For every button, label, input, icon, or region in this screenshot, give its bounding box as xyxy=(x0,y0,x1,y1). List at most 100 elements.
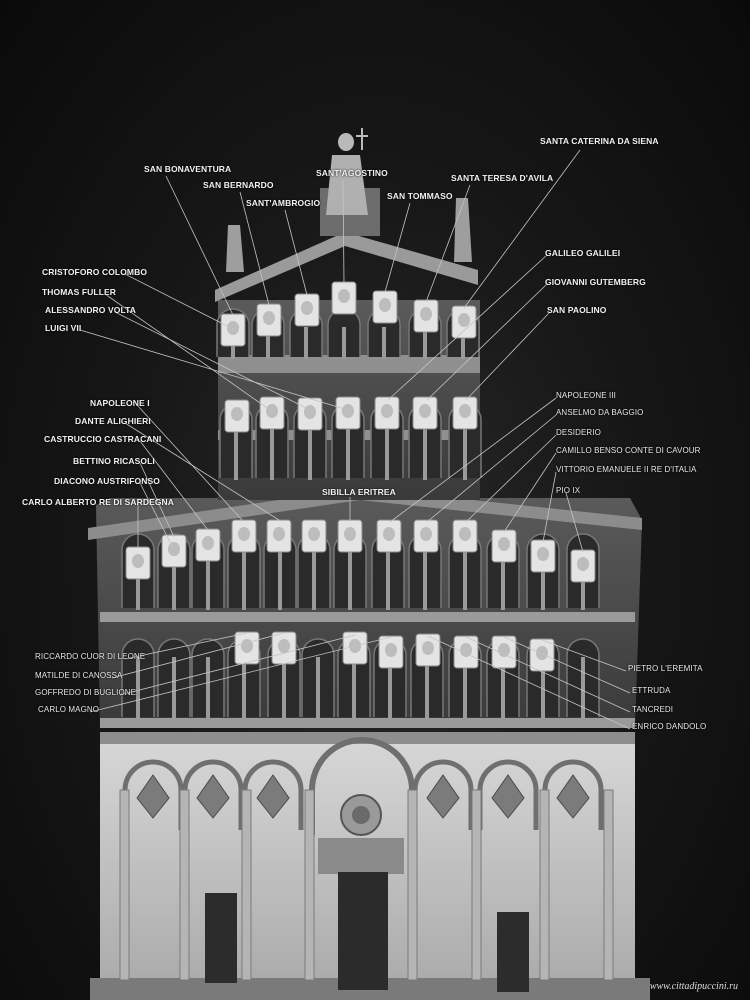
carved-head xyxy=(453,635,479,669)
leader-lines xyxy=(79,149,631,730)
leader-line xyxy=(565,492,584,553)
leader-line xyxy=(165,175,234,316)
label-thomas-fuller: THOMAS FULLER xyxy=(42,287,117,297)
head-face xyxy=(459,527,471,541)
right-statue xyxy=(454,198,472,262)
label-vittorio-emanuele: VITTORIO EMANUELE II RE D'ITALIA xyxy=(556,465,697,474)
head-face xyxy=(536,646,548,660)
column-shaft xyxy=(308,422,312,480)
leader-line xyxy=(465,311,551,401)
leader-line xyxy=(503,452,557,533)
head-face xyxy=(342,404,354,418)
label-san-bernardo: SAN BERNARDO xyxy=(203,180,274,190)
head-face xyxy=(238,527,250,541)
label-san-bonaventura: SAN BONAVENTURA xyxy=(144,164,232,174)
head-face xyxy=(498,643,510,657)
leader-line xyxy=(465,434,557,523)
head-face xyxy=(278,639,290,653)
column-shaft xyxy=(541,552,545,610)
carved-head xyxy=(491,635,517,669)
leader-line xyxy=(427,635,631,730)
head-face xyxy=(577,557,589,571)
leader-line xyxy=(124,632,248,660)
column-shaft xyxy=(581,657,585,719)
label-sibilla-eritrea: SIBILLA ERITREA xyxy=(322,487,396,497)
label-ettruda: ETTRUDA xyxy=(632,686,671,695)
column-shaft xyxy=(425,657,429,719)
label-pio-ix: PIO IX xyxy=(556,486,581,495)
column-shaft xyxy=(136,657,140,719)
head-face xyxy=(241,639,253,653)
carved-head xyxy=(491,529,517,563)
column-shaft xyxy=(463,422,467,480)
carved-head xyxy=(451,305,477,339)
head-face xyxy=(344,527,356,541)
column-shaft xyxy=(463,657,467,719)
label-anselmo-da-baggio: ANSELMO DA BAGGIO xyxy=(556,408,644,417)
column-shaft xyxy=(316,657,320,719)
leader-line xyxy=(463,149,581,309)
leader-line xyxy=(139,462,175,538)
column-shaft xyxy=(172,552,176,610)
column-shaft xyxy=(386,552,390,610)
label-carlo-alberto: CARLO ALBERTO RE DI SARDEGNA xyxy=(22,497,175,507)
leader-line xyxy=(104,293,271,411)
carved-head xyxy=(256,303,282,337)
carved-head xyxy=(413,519,439,553)
head-face xyxy=(458,313,470,327)
pilaster xyxy=(304,789,315,981)
leader-line xyxy=(111,632,285,679)
ground-arch xyxy=(477,759,539,830)
diamond-panel xyxy=(426,774,460,819)
column-shaft xyxy=(270,422,274,480)
leader-line xyxy=(139,482,175,551)
head-face xyxy=(460,643,472,657)
watermark: www.cittadipuccini.ru xyxy=(649,981,738,992)
column-shaft xyxy=(423,327,427,359)
column-shaft xyxy=(242,552,246,610)
carved-head xyxy=(220,313,246,347)
column-shaft xyxy=(206,552,210,610)
head-face xyxy=(263,311,275,325)
head-face xyxy=(168,542,180,556)
pilaster xyxy=(119,789,130,981)
column-shaft xyxy=(136,552,140,610)
carved-head xyxy=(415,633,441,667)
carved-head xyxy=(570,549,596,583)
archangel-statue xyxy=(326,128,368,215)
right-door xyxy=(497,912,529,992)
leader-line xyxy=(114,311,311,411)
column-shaft xyxy=(501,552,505,610)
leader-line xyxy=(384,202,411,293)
column-shaft xyxy=(541,657,545,719)
carved-head xyxy=(259,396,285,430)
head-face xyxy=(420,307,432,321)
pilaster xyxy=(179,789,190,981)
ground-arch xyxy=(412,759,474,830)
head-face xyxy=(266,404,278,418)
head-face xyxy=(381,404,393,418)
column-shaft xyxy=(352,657,356,719)
column-shaft xyxy=(206,657,210,719)
column-shaft xyxy=(304,327,308,359)
label-goffredo: GOFFREDO DI BUGLIONE xyxy=(35,688,137,697)
head-face xyxy=(301,301,313,315)
label-santagostino: SANT'AGOSTINO xyxy=(316,168,388,178)
diamond-panel xyxy=(491,774,525,819)
column-shaft xyxy=(342,327,346,359)
label-camillo-cavour: CAMILLO BENSO CONTE DI CAVOUR xyxy=(556,446,701,455)
label-pietro-eremita: PIETRO L'EREMITA xyxy=(628,664,703,673)
label-riccardo: RICCARDO CUOR DI LEONE xyxy=(35,652,146,661)
head-face xyxy=(132,554,144,568)
carved-head xyxy=(413,299,439,333)
diamond-panel xyxy=(136,774,170,819)
rose-window xyxy=(340,794,382,836)
column-shaft xyxy=(501,657,505,719)
carved-head xyxy=(161,534,187,568)
head-face xyxy=(227,321,239,335)
ground-arch xyxy=(542,759,604,830)
label-napoleone-iii: NAPOLEONE III xyxy=(556,391,616,400)
head-face xyxy=(338,289,350,303)
